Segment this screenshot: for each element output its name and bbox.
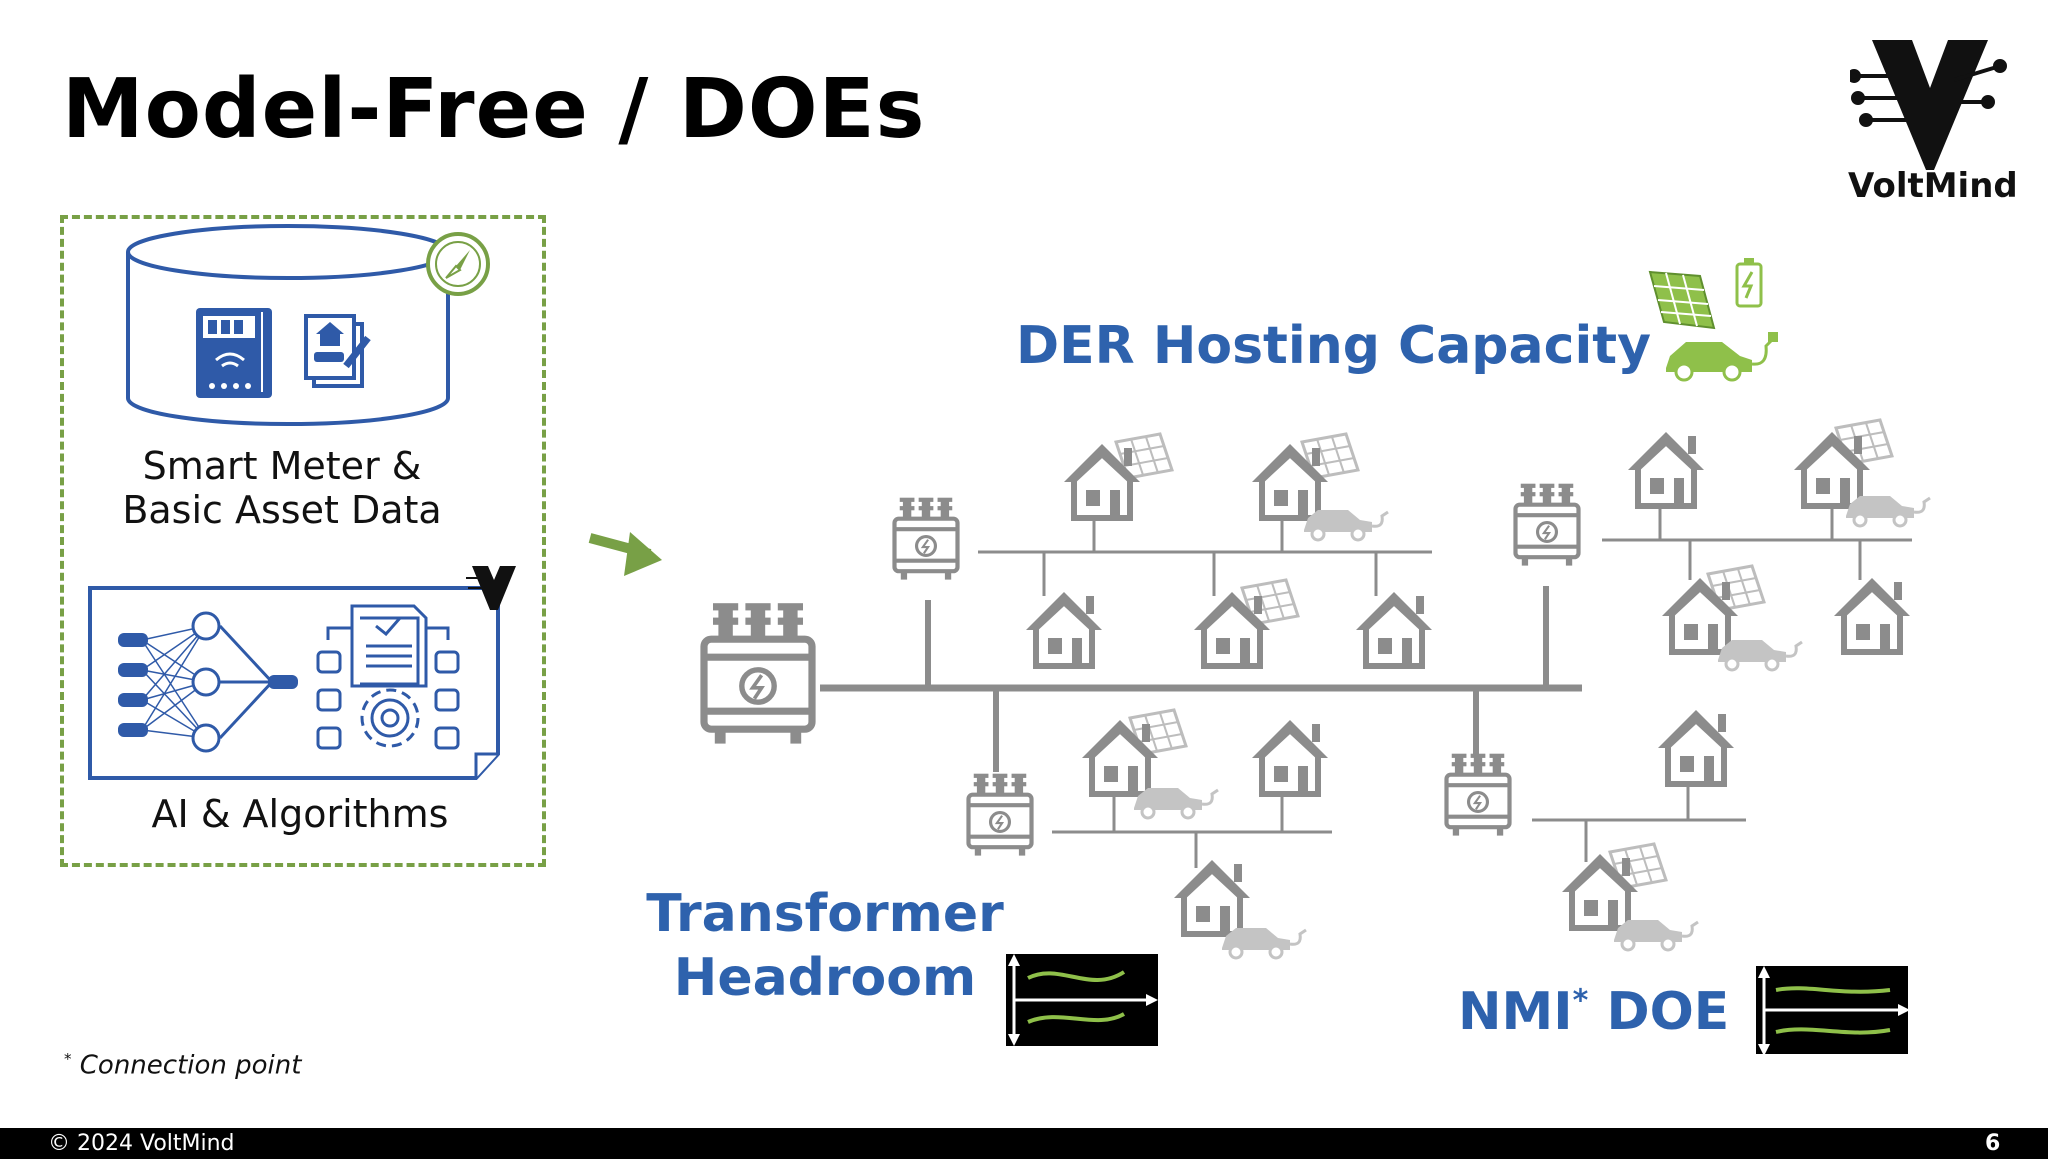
ev-car-icon xyxy=(1220,926,1308,960)
transformer-icon-main xyxy=(704,603,812,743)
house-icon xyxy=(1174,860,1250,934)
transformer-icon xyxy=(969,774,1032,856)
ai-algorithms-label: AI & Algorithms xyxy=(151,792,449,836)
battery-icon xyxy=(1735,258,1763,308)
ev-car-icon xyxy=(1844,494,1932,528)
transformer-icon xyxy=(895,498,958,580)
house-icon xyxy=(1658,710,1734,784)
house-icon xyxy=(1252,720,1328,794)
house-icon xyxy=(1562,854,1638,928)
house-icon xyxy=(1834,578,1910,652)
footer-copyright: © 2024 VoltMind xyxy=(48,1131,235,1156)
page-number: 6 xyxy=(1985,1131,2001,1156)
asset-document-icon xyxy=(304,314,371,388)
input-data-box xyxy=(60,215,546,867)
nmi-text: NMI xyxy=(1458,982,1573,1042)
nmi-doe-label: NMI* DOE xyxy=(1458,982,1729,1042)
transformer-icon xyxy=(1516,484,1579,566)
der-hosting-capacity-label: DER Hosting Capacity xyxy=(1016,316,1652,376)
neural-network-icon xyxy=(118,611,298,753)
nmi-footnote-marker: * xyxy=(1572,983,1589,1019)
footnote: * Connection point xyxy=(64,1050,301,1081)
house-icon xyxy=(1064,444,1140,518)
solar-panel-green-icon xyxy=(1648,270,1716,330)
transformer-icon xyxy=(1447,754,1510,836)
transformer-headroom-label: Transformer Headroom xyxy=(646,884,1004,1008)
algorithm-doc-icon xyxy=(316,604,460,750)
ev-car-green-icon xyxy=(1666,332,1778,382)
footer-bar xyxy=(0,1128,2048,1159)
compass-icon xyxy=(426,232,490,296)
doe-text: DOE xyxy=(1606,982,1730,1042)
voltmind-logo xyxy=(1850,40,2007,170)
house-icon xyxy=(1082,720,1158,794)
logo-text: VoltMind xyxy=(1848,166,2018,206)
smart-meter-icon xyxy=(196,308,272,398)
house-icon xyxy=(1628,432,1704,506)
arrow-right-icon xyxy=(588,532,662,576)
footnote-marker: * xyxy=(64,1050,72,1068)
house-icon xyxy=(1794,432,1870,506)
house-icon xyxy=(1252,444,1328,518)
footnote-text: Connection point xyxy=(79,1050,302,1081)
house-icon xyxy=(1026,592,1102,666)
voltmind-mini-logo xyxy=(466,566,516,610)
ev-car-icon xyxy=(1302,508,1390,542)
slide-title: Model-Free / DOEs xyxy=(62,62,926,157)
ev-car-icon xyxy=(1132,786,1220,820)
smart-meter-label: Smart Meter & Basic Asset Data xyxy=(122,444,442,532)
house-icon xyxy=(1194,592,1270,666)
house-icon xyxy=(1356,592,1432,666)
ev-car-icon xyxy=(1716,638,1804,672)
ev-car-icon xyxy=(1612,918,1700,952)
doe-chart-icon xyxy=(1006,954,1158,1046)
doe-chart-icon xyxy=(1756,966,1910,1056)
database-icon xyxy=(126,224,450,426)
house-icon xyxy=(1662,578,1738,652)
